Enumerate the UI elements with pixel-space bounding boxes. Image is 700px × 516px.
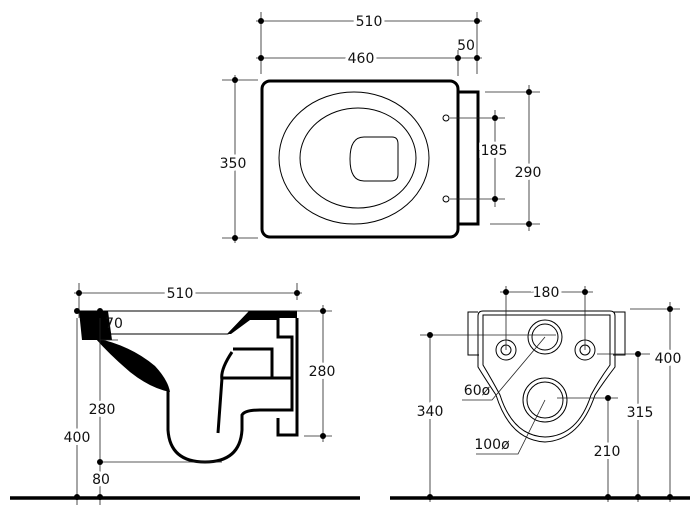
rear-outer-outline: [477, 310, 616, 443]
dim-outlet-diameter: 100ø: [474, 437, 510, 453]
rear-inner-outline: [482, 314, 611, 438]
dim-top-width-body: 460: [348, 51, 375, 67]
dim-outlet-height: 210: [594, 444, 621, 460]
dim-fixing-spacing: 185: [481, 143, 508, 159]
fixing-hole-top: [442, 114, 450, 122]
seat-outer-ring: [278, 91, 430, 225]
dim-inlet-diameter: 60ø: [464, 383, 491, 399]
rear-tank-outline: [467, 311, 626, 356]
inlet-inner: [531, 323, 559, 351]
dim-tank-height: 290: [515, 165, 542, 181]
dim-front-offset: 80: [92, 472, 110, 488]
dim-depth: 350: [220, 156, 247, 172]
bowl-front-wall: [95, 338, 170, 392]
seat-inner-ring: [299, 107, 417, 209]
fixing-hole-bottom: [442, 195, 450, 203]
dim-rim-thickness: 70: [105, 316, 123, 332]
rim-front: [79, 311, 112, 340]
dim-fixing-height: 315: [627, 405, 654, 421]
dim-wall-height: 280: [309, 364, 336, 380]
dim-top-width-total: 510: [356, 14, 383, 30]
bowl-body: [166, 318, 299, 464]
bowl-opening: [349, 136, 399, 182]
dim-tank-depth: 50: [457, 38, 475, 54]
outlet-inner: [526, 381, 564, 419]
inlet-outer: [527, 319, 563, 355]
dim-height-total: 400: [64, 430, 91, 446]
dim-side-length: 510: [167, 286, 194, 302]
top-view: 510 460 50 350 185 290: [217, 11, 544, 243]
top-tank-outline: [456, 90, 480, 226]
rear-view: 180 60ø 100ø 340 400 315 210: [390, 282, 690, 502]
side-view: 510 70 400 280 280 80: [10, 283, 360, 505]
dim-rear-fixing-spacing: 180: [533, 285, 560, 301]
rim-back: [227, 311, 297, 334]
dim-top-height: 400: [655, 351, 682, 367]
outlet-outer: [522, 377, 568, 423]
dim-inner-height: 280: [89, 402, 116, 418]
dim-inlet-height: 340: [417, 404, 444, 420]
